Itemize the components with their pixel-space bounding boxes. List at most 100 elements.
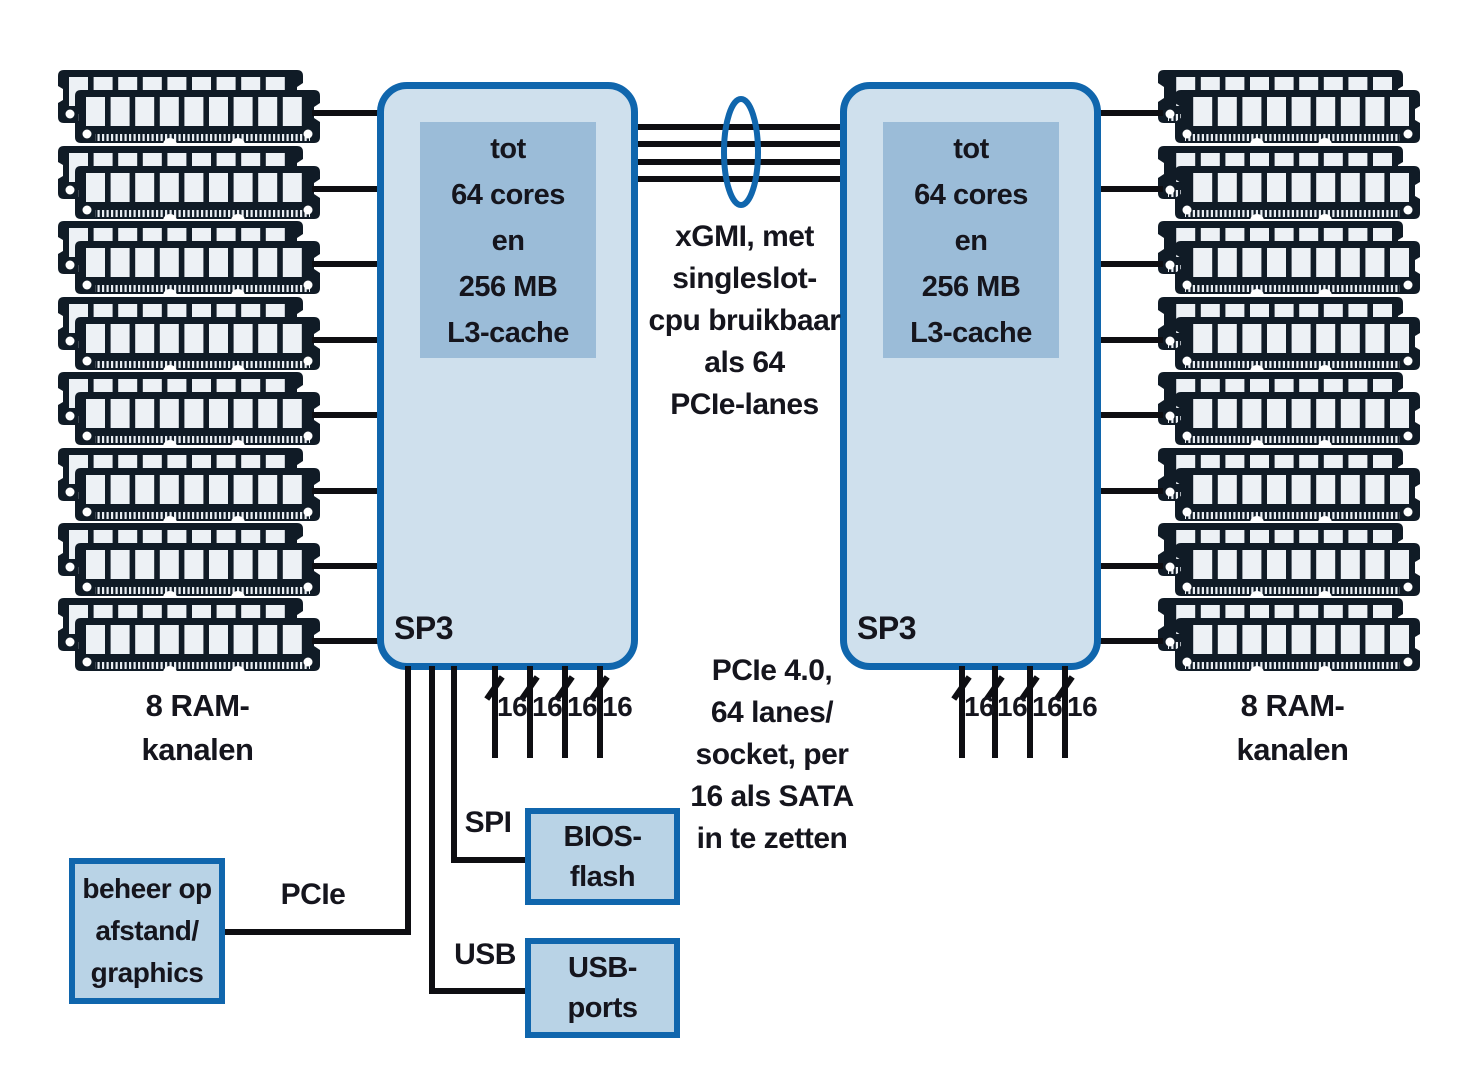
bios-flash-box: BIOS- flash: [525, 808, 680, 905]
lane-count-label: 16: [1067, 691, 1098, 722]
note-line: socket, per: [695, 738, 849, 771]
ram-channel-left-3: [58, 221, 320, 297]
cpu-left-spec-box: tot 64 cores en 256 MB L3-cache: [420, 122, 596, 358]
xgmi-link-line: [634, 176, 844, 182]
xgmi-note: xGMI, met singleslot- cpu bruikbaar als …: [612, 216, 877, 426]
spi-bus-label: SPI: [464, 806, 512, 839]
box-line: flash: [569, 860, 636, 893]
lane-count-label: 16: [964, 691, 995, 722]
ram-module-icon: [75, 392, 320, 445]
ram-channel-right-1: [1158, 70, 1420, 146]
note-line: 64 lanes/: [710, 696, 834, 729]
pcie-bus-line: [222, 929, 411, 935]
pcie-bus-line: [405, 666, 411, 935]
ram-channel-left-2: [58, 146, 320, 222]
note-line: singleslot-: [672, 262, 817, 295]
note-line: cpu bruikbaar: [648, 304, 841, 337]
ram-channel-left-6: [58, 448, 320, 524]
spec-line: tot: [953, 133, 989, 165]
ram-channel-line: [312, 412, 382, 418]
note-line: 16 als SATA: [690, 780, 854, 813]
ram-module-icon: [1175, 392, 1420, 445]
ram-channel-left-7: [58, 523, 320, 599]
lane-count-label: 16: [602, 691, 633, 722]
ram-module-icon: [75, 618, 320, 671]
ram-channel-right-7: [1158, 523, 1420, 599]
cpu-left-socket-label: SP3: [394, 610, 453, 646]
ram-module-icon: [75, 317, 320, 370]
ram-module-icon: [75, 468, 320, 521]
box-line: BIOS-: [563, 820, 642, 853]
ram-channel-left-1: [58, 70, 320, 146]
usb-bus-line: [429, 666, 435, 994]
ram-channel-line: [312, 488, 382, 494]
pcie-note: PCIe 4.0, 64 lanes/ socket, per 16 als S…: [642, 650, 902, 860]
pcie-lane-line: [992, 666, 998, 758]
note-line: PCIe-lanes: [670, 388, 819, 421]
lane-count-label: 16: [532, 691, 563, 722]
ram-module-icon: [1175, 166, 1420, 219]
note-line: xGMI, met: [675, 220, 814, 253]
pcie-lane-line: [959, 666, 965, 758]
ram-channel-left-8: [58, 598, 320, 674]
ram-channel-right-2: [1158, 146, 1420, 222]
ram-channel-line: [312, 563, 382, 569]
spec-line: L3-cache: [447, 317, 569, 349]
ram-channel-line: [1097, 563, 1163, 569]
spec-line: 256 MB: [458, 271, 558, 303]
box-line: ports: [567, 992, 639, 1024]
ram-channel-line: [1097, 337, 1163, 343]
ram-channel-line: [1097, 638, 1163, 644]
ram-channel-line: [1097, 412, 1163, 418]
ram-channel-line: [312, 110, 382, 116]
box-line: beheer op: [82, 873, 212, 904]
box-line: USB-: [568, 952, 637, 984]
ram-channel-left-5: [58, 372, 320, 448]
lane-count-label: 16: [997, 691, 1028, 722]
spec-line: L3-cache: [910, 317, 1032, 349]
ram-channel-left-4: [58, 297, 320, 373]
label-line: 8 RAM-: [1240, 688, 1345, 723]
spec-line: 64 cores: [451, 179, 565, 211]
bundle-ellipse-icon: [721, 96, 761, 208]
ram-channel-line: [312, 337, 382, 343]
ram-channel-right-4: [1158, 297, 1420, 373]
ram-channel-line: [312, 186, 382, 192]
ram-channel-right-8: [1158, 598, 1420, 674]
remote-management-box: beheer op afstand/ graphics: [69, 858, 225, 1004]
spec-line: 256 MB: [921, 271, 1021, 303]
pcie-lane-line: [1027, 666, 1033, 758]
spec-line: en: [954, 225, 988, 257]
pcie-bus-label: PCIe: [280, 878, 346, 911]
spi-bus-line: [451, 857, 527, 863]
usb-bus-line: [429, 988, 527, 994]
ram-channel-line: [1097, 488, 1163, 494]
label-line: kanalen: [141, 732, 254, 767]
ram-module-icon: [75, 166, 320, 219]
spec-line: 64 cores: [914, 179, 1028, 211]
ram-channel-right-5: [1158, 372, 1420, 448]
usb-bus-label: USB: [454, 938, 516, 971]
ram-module-icon: [1175, 241, 1420, 294]
xgmi-link-line: [634, 141, 844, 147]
note-line: in te zetten: [696, 822, 848, 855]
ram-module-icon: [1175, 618, 1420, 671]
ram-channel-right-6: [1158, 448, 1420, 524]
ram-module-icon: [1175, 317, 1420, 370]
spi-bus-line: [451, 666, 457, 863]
ram-channel-line: [1097, 261, 1163, 267]
ram-channel-line: [312, 261, 382, 267]
label-line: kanalen: [1236, 732, 1349, 767]
lane-count-label: 16: [567, 691, 598, 722]
spec-line: en: [491, 225, 525, 257]
label-line: 8 RAM-: [145, 688, 250, 723]
ram-channel-line: [312, 638, 382, 644]
ram-module-icon: [75, 543, 320, 596]
pcie-lane-line: [562, 666, 568, 758]
note-line: PCIe 4.0,: [711, 654, 833, 687]
pcie-lane-line: [1062, 666, 1068, 758]
pcie-lane-line: [492, 666, 498, 758]
pcie-lane-line: [527, 666, 533, 758]
note-line: als 64: [704, 346, 785, 379]
lane-count-label: 16: [1032, 691, 1063, 722]
